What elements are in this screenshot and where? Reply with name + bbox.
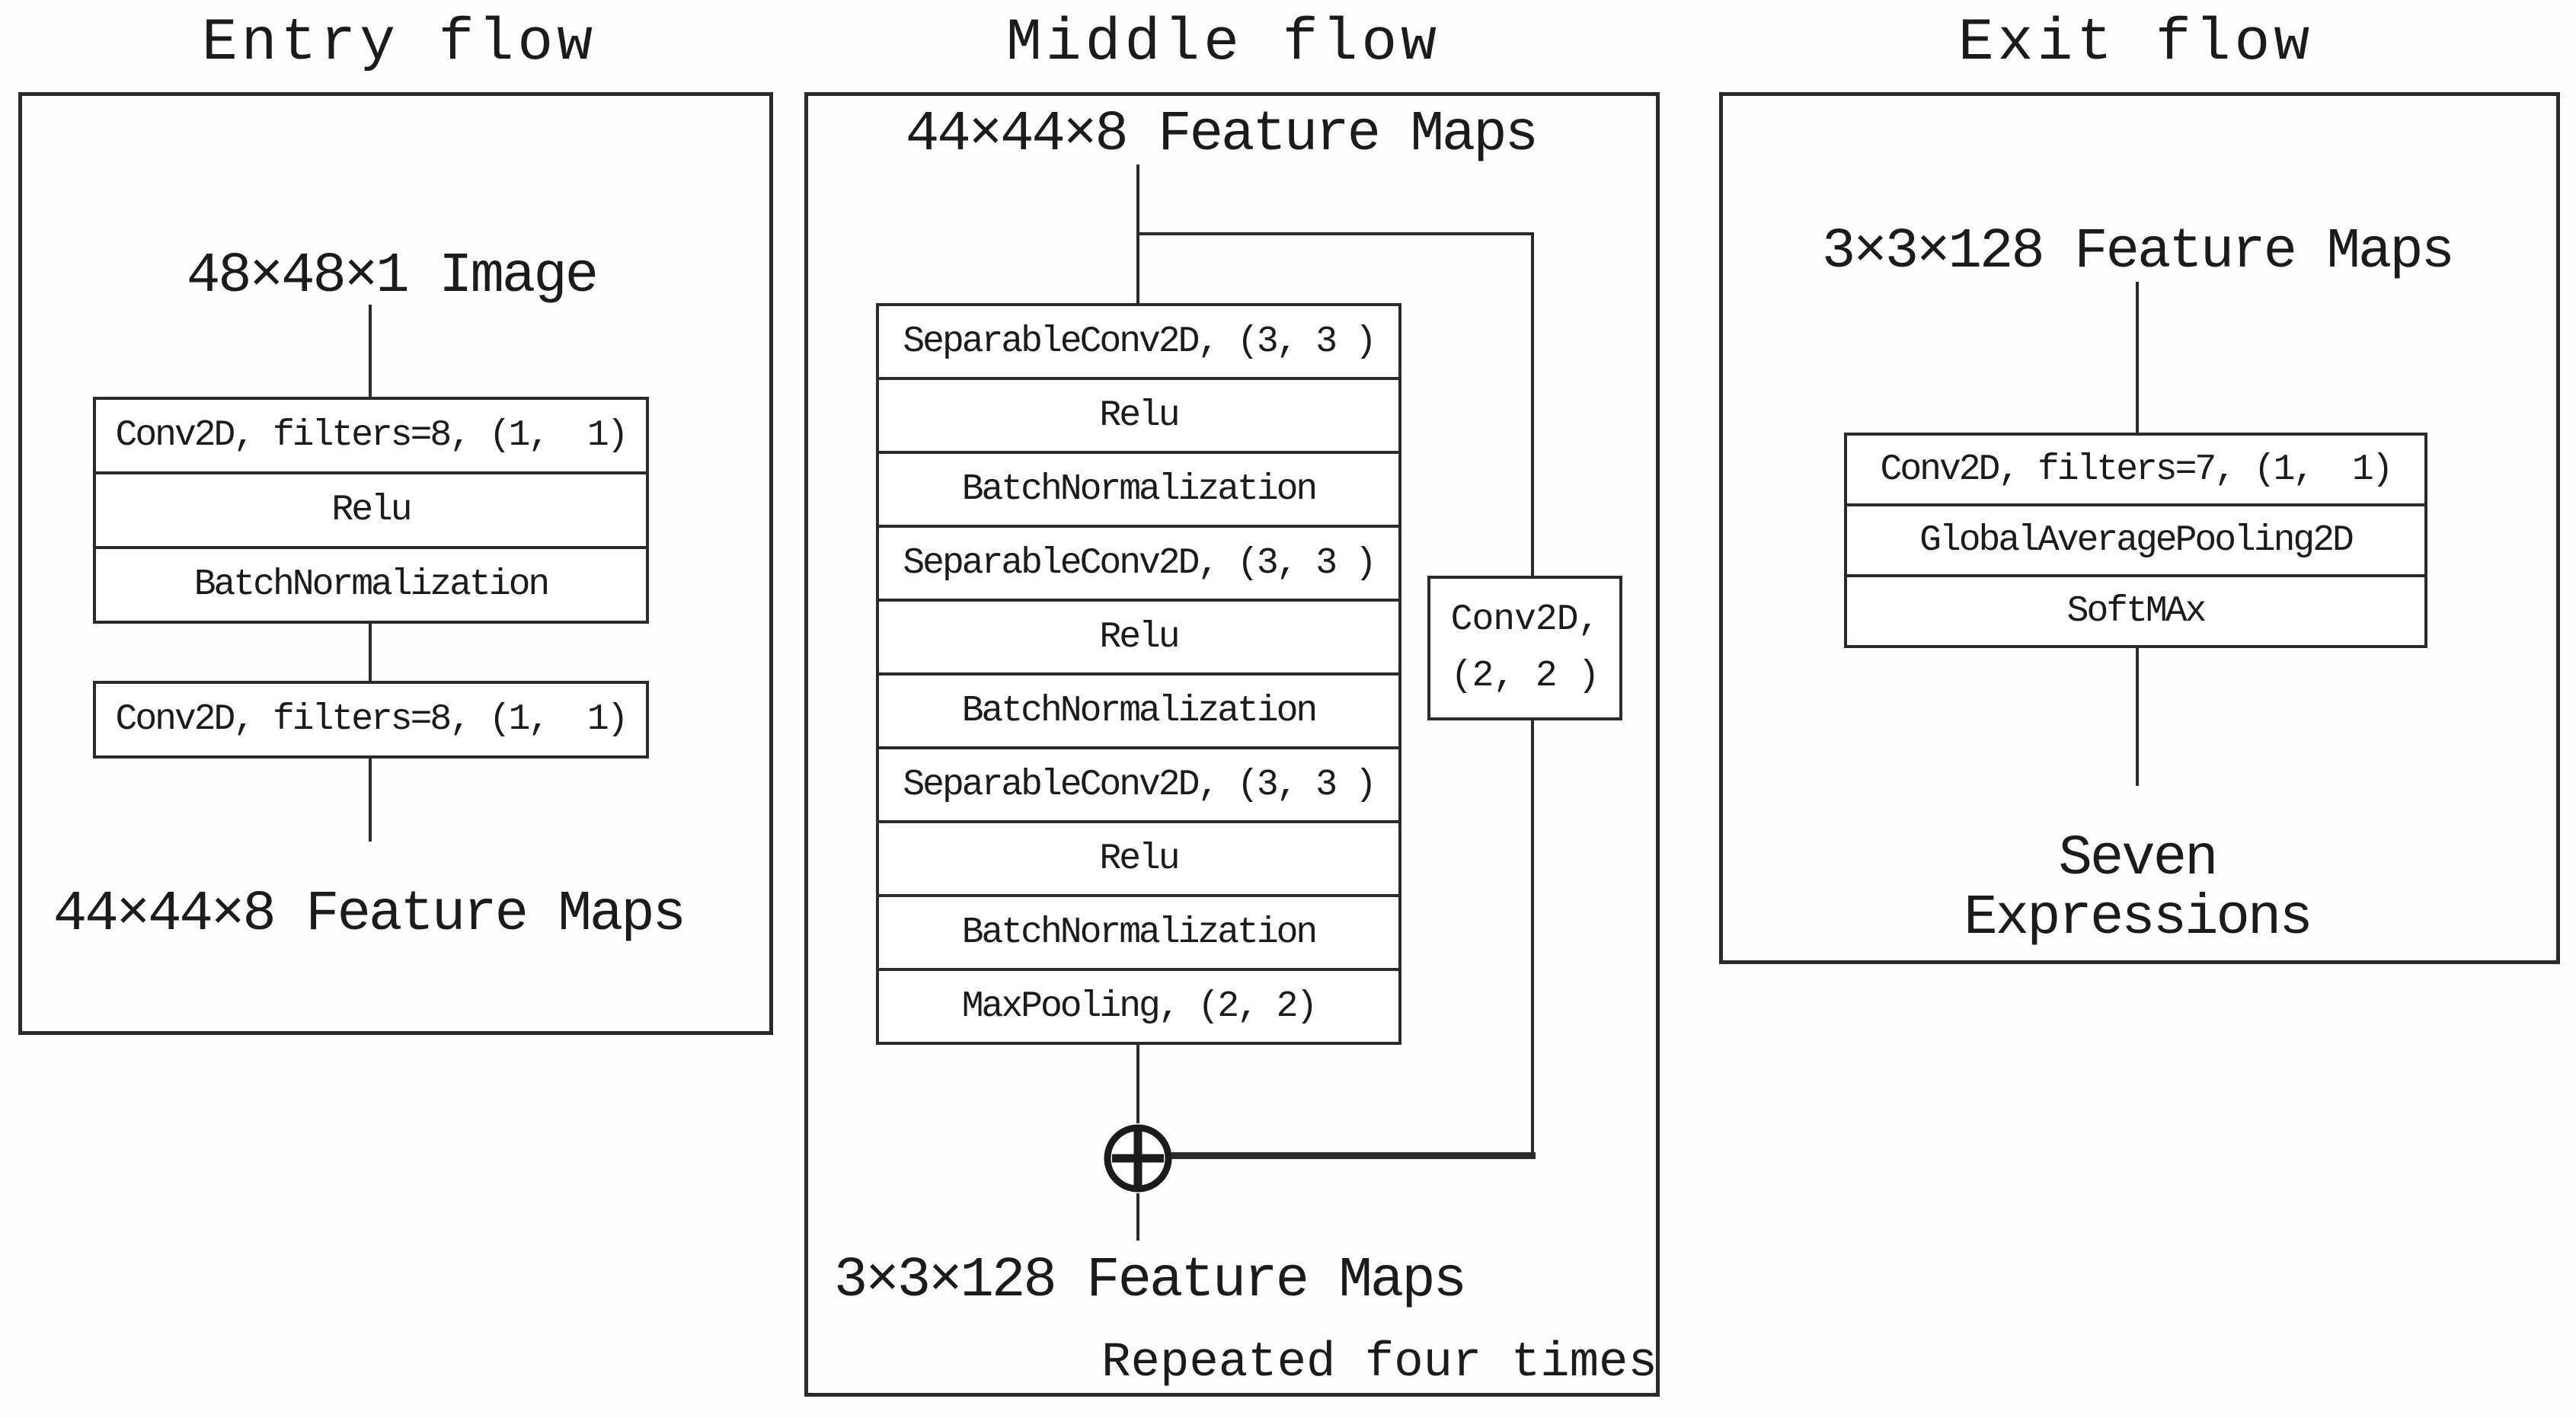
layer-row: SeparableConv2D, (3, 3 )	[879, 525, 1398, 599]
middle-connector-3	[1136, 1193, 1139, 1241]
layer-row: Relu	[879, 820, 1398, 894]
entry-connector-2	[369, 624, 372, 681]
shortcut-conv-line2: (2, 2 )	[1450, 656, 1600, 697]
layer-row: BatchNormalization	[96, 546, 646, 621]
layer-row: Conv2D, filters=8, (1, 1)	[115, 699, 629, 740]
layer-row: BatchNormalization	[879, 894, 1398, 968]
shortcut-conv-line1: Conv2D,	[1450, 599, 1600, 640]
repeat-note: Repeated four times	[1101, 1336, 1657, 1391]
entry-flow-title: Entry flow	[201, 10, 597, 77]
entry-connector-3	[369, 759, 372, 842]
shortcut-conv-box: Conv2D, (2, 2 )	[1427, 576, 1622, 720]
entry-conv-block: Conv2D, filters=8, (1, 1) Relu BatchNorm…	[93, 397, 649, 624]
entry-flow-container	[18, 92, 773, 1035]
exit-flow-title: Exit flow	[1958, 10, 2314, 77]
layer-row: Relu	[879, 377, 1398, 451]
middle-layer-stack: SeparableConv2D, (3, 3 ) Relu BatchNorma…	[876, 303, 1401, 1045]
add-merge-icon	[1104, 1124, 1172, 1193]
layer-row: SeparableConv2D, (3, 3 )	[903, 321, 1376, 362]
entry-connector-1	[369, 305, 372, 397]
layer-row: Conv2D, filters=8, (1, 1)	[115, 415, 629, 456]
layer-row: SeparableConv2D, (3, 3 )	[879, 746, 1398, 820]
layer-row: MaxPooling, (2, 2)	[879, 968, 1398, 1042]
middle-input-label: 44×44×8 Feature Maps	[905, 103, 1539, 167]
middle-output-label: 3×3×128 Feature Maps	[833, 1249, 1467, 1313]
layer-row: BatchNormalization	[879, 451, 1398, 525]
shortcut-merge-line	[1171, 1152, 1536, 1159]
exit-output-line1: Seven	[2058, 827, 2218, 891]
layer-row: Relu	[879, 599, 1398, 672]
entry-input-label: 48×48×1 Image	[186, 244, 599, 308]
exit-input-label: 3×3×128 Feature Maps	[1821, 220, 2455, 284]
shortcut-branch-horizontal	[1136, 232, 1534, 235]
entry-conv-block-2: Conv2D, filters=8, (1, 1)	[93, 681, 649, 759]
middle-flow-title: Middle flow	[1006, 10, 1440, 77]
exit-connector-2	[2136, 648, 2139, 786]
middle-connector-2	[1136, 1045, 1139, 1123]
shortcut-branch-vertical	[1531, 232, 1534, 576]
exit-flow-container	[1719, 92, 2560, 964]
layer-row: GlobalAveragePooling2D	[1847, 503, 2424, 574]
exit-output-line2: Expressions	[1964, 886, 2312, 950]
layer-row: Conv2D, filters=7, (1, 1)	[1880, 449, 2394, 490]
middle-flow-container	[804, 92, 1660, 1397]
layer-row: BatchNormalization	[879, 672, 1398, 746]
entry-output-label: 44×44×8 Feature Maps	[53, 883, 686, 947]
layer-row: Relu	[96, 471, 646, 546]
exit-layer-stack: Conv2D, filters=7, (1, 1) GlobalAverageP…	[1844, 433, 2427, 648]
exit-connector-1	[2136, 282, 2139, 433]
shortcut-down-line	[1531, 720, 1534, 1156]
layer-row: SoftMAx	[1847, 574, 2424, 645]
